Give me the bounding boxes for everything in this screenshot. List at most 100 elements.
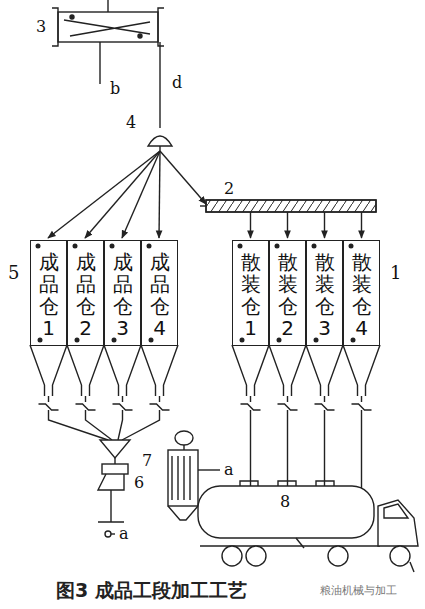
silo-bin: 散装仓1 [232, 240, 269, 346]
screw-conveyor [200, 205, 206, 206]
bin-hopper [141, 345, 178, 396]
loading-pipe [250, 412, 251, 488]
level-sensor [112, 338, 117, 343]
drop-pipe [324, 212, 325, 238]
loading-pipe [361, 412, 362, 488]
level-sensor [38, 338, 43, 343]
sifter-device [64, 20, 150, 36]
figure-caption: 图3 成品工段加工工艺 [56, 578, 247, 604]
loading-pipe [287, 412, 288, 488]
outlet-line [99, 42, 100, 84]
slide-gate [352, 396, 372, 412]
air-inlet [105, 531, 111, 537]
callout-number: 2 [224, 180, 234, 198]
tanker-truck [390, 546, 410, 566]
loading-pipe [324, 412, 325, 488]
bin-name: 散装仓1 [241, 251, 261, 339]
callout-number: 1 [390, 262, 401, 283]
packing-machine [98, 490, 124, 522]
air-inlet [105, 531, 115, 537]
slide-gate [150, 396, 170, 412]
level-sensor [75, 338, 80, 343]
packing-machine [100, 440, 130, 458]
feed-pipe [159, 151, 160, 238]
bin-name: 散装仓2 [278, 251, 298, 339]
silo-bin: 散装仓4 [343, 240, 380, 346]
bin-hopper [343, 345, 380, 396]
level-sensor [238, 244, 243, 249]
slide-gate [241, 396, 261, 412]
tanker-truck [246, 546, 266, 566]
tanker-truck [198, 486, 374, 538]
bin-name: 成品仓4 [150, 251, 170, 339]
air-inlet [111, 533, 115, 534]
silo-bin: 成品仓2 [67, 240, 104, 346]
bin-hopper [269, 345, 306, 396]
bin-hopper [232, 345, 269, 396]
level-sensor [36, 244, 356, 343]
bin-name: 散装仓3 [315, 251, 335, 339]
dust-collector [175, 431, 193, 445]
outlet-line [159, 42, 160, 128]
dust-collector [168, 506, 198, 520]
level-sensor [349, 244, 354, 249]
sifter-device [52, 0, 164, 46]
bin-hopper [306, 345, 343, 396]
level-sensor [36, 244, 41, 249]
process-illustration [30, 0, 418, 572]
slide-gate [39, 396, 372, 412]
level-sensor [110, 244, 115, 249]
level-sensor [275, 244, 280, 249]
callout-number: 4 [126, 114, 136, 132]
discharge-pipe [122, 412, 160, 440]
packing-machine [98, 474, 124, 490]
feed-pipe [48, 151, 160, 238]
bin-name: 成品仓1 [39, 251, 59, 339]
distributor-cone [148, 136, 172, 146]
dust-collector [198, 469, 220, 470]
discharge-pipe [118, 412, 123, 440]
feed-pipe [160, 151, 206, 204]
level-sensor [240, 338, 245, 343]
signal-label: a [119, 525, 129, 543]
drop-pipe [250, 212, 251, 238]
drop-pipe [361, 212, 362, 238]
tanker-truck [200, 545, 380, 546]
level-sensor [147, 244, 152, 249]
signal-label: d [172, 74, 182, 92]
bin-name: 散装仓4 [352, 251, 372, 339]
watermark: 粮油机械与加工 [318, 585, 399, 597]
silo-bin: 成品仓3 [104, 240, 141, 346]
drop-pipe [251, 212, 362, 238]
packing-machine [102, 464, 128, 474]
level-sensor [277, 338, 282, 343]
sifter-device [58, 12, 158, 42]
sifter-device [52, 8, 164, 46]
distributor-pipe [159, 146, 160, 151]
packing-machine [98, 440, 130, 522]
callout-number: 3 [36, 18, 46, 36]
tanker-truck [222, 546, 242, 566]
bin-name: 成品仓3 [113, 251, 133, 339]
level-sensor [314, 338, 319, 343]
screw-conveyor [206, 200, 376, 212]
screw-conveyor [206, 200, 376, 212]
level-sensor [149, 338, 154, 343]
silo-group: 1散装仓1散装仓2散装仓3散装仓4 [232, 240, 380, 345]
packing-machine [114, 458, 115, 464]
feed-pipe [48, 151, 206, 238]
level-sensor [312, 244, 317, 249]
bin-hopper [30, 345, 67, 396]
dust-collector [183, 445, 184, 450]
silo-bin: 散装仓3 [306, 240, 343, 346]
discharge-pipe [86, 412, 113, 440]
loading-pipe [251, 412, 362, 488]
silo-bin: 成品仓4 [141, 240, 178, 346]
silo-group: 5成品仓1成品仓2成品仓3成品仓4 [30, 240, 178, 345]
signal-label: a [224, 461, 234, 479]
dust-collector [168, 450, 198, 506]
tanker-truck [384, 504, 408, 518]
slide-gate [39, 396, 59, 412]
discharge-pipe [49, 412, 160, 440]
callout-number: 5 [8, 262, 19, 283]
